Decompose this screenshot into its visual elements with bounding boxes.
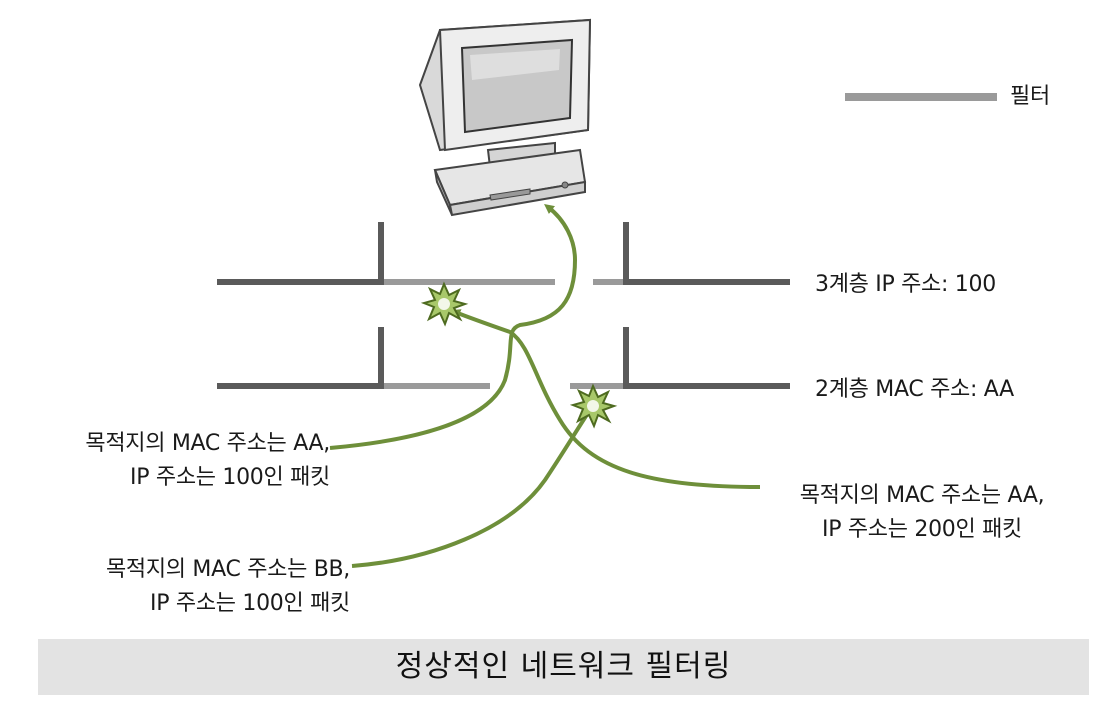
layer3-boundary [217,222,790,285]
burst-icon [569,383,618,429]
caption-title: 정상적인 네트워크 필터링 [395,649,732,684]
computer-icon [418,18,592,217]
packet-b-line1: 목적지의 MAC 주소는 AA, [799,483,1045,508]
packet-b-line2: IP 주소는 200인 패킷 [822,517,1022,542]
packet-b-label: 목적지의 MAC 주소는 AA, IP 주소는 200인 패킷 [767,479,1077,547]
layer2-boundary [217,327,790,389]
packet-a-label: 목적지의 MAC 주소는 AA, IP 주소는 100인 패킷 [10,427,330,495]
burst-icon [420,281,469,327]
packet-c-path [351,405,593,568]
layer2-label: 2계층 MAC 주소: AA [815,377,1014,402]
packet-c-label: 목적지의 MAC 주소는 BB, IP 주소는 100인 패킷 [10,553,350,621]
packet-a-line1: 목적지의 MAC 주소는 AA, [85,431,330,456]
layer3-label: 3계층 IP 주소: 100 [815,272,996,297]
packet-a-path [329,203,578,450]
packet-c-line2: IP 주소는 100인 패킷 [150,591,350,616]
legend-filter-label: 필터 [1010,84,1050,109]
packet-a-line2: IP 주소는 100인 패킷 [130,465,330,490]
packet-b-path [450,309,761,489]
caption-bar: 정상적인 네트워크 필터링 [38,639,1089,695]
packet-c-line1: 목적지의 MAC 주소는 BB, [105,557,350,582]
